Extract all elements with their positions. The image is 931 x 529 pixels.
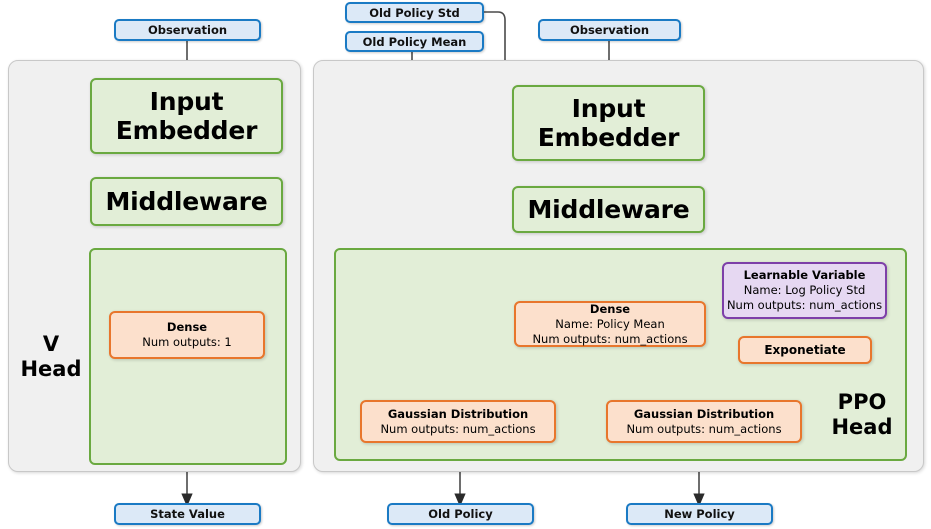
node-gaussian-new-num-outputs: Num outputs: num_actions [626, 421, 782, 436]
node-dense-policy-mean[interactable]: Dense Name: Policy Mean Num outputs: num… [514, 301, 706, 347]
node-dense-v-num-outputs: Num outputs: 1 [142, 335, 232, 349]
node-gaussian-new-title: Gaussian Distribution [633, 406, 775, 421]
node-dense-v-title: Dense [166, 320, 208, 334]
ppo-head-caption-line1: PPO [837, 390, 887, 414]
ppo-head-caption: PPO Head [822, 390, 902, 440]
node-learnable-variable-name: Name: Log Policy Std [743, 283, 866, 297]
node-dense-policy-mean-title: Dense [589, 301, 631, 316]
v-head-caption-line1: V [42, 332, 60, 356]
ppo-head-caption-line2: Head [831, 415, 893, 439]
node-learnable-variable-num-outputs: Num outputs: num_actions [726, 298, 883, 312]
node-gaussian-old-num-outputs: Num outputs: num_actions [380, 421, 536, 436]
input-old-policy-mean[interactable]: Old Policy Mean [345, 31, 484, 52]
node-input-embedder-v[interactable]: Input Embedder [90, 78, 283, 154]
input-old-policy-std[interactable]: Old Policy Std [345, 2, 484, 23]
node-input-embedder-ppo-label: Input Embedder [537, 94, 680, 152]
node-exponentiate[interactable]: Exponetiate [738, 336, 872, 364]
node-dense-v[interactable]: Dense Num outputs: 1 [109, 311, 265, 359]
node-input-embedder-v-label: Input Embedder [115, 87, 258, 145]
node-exponentiate-label: Exponetiate [764, 343, 846, 357]
node-middleware-v[interactable]: Middleware [90, 177, 283, 226]
node-learnable-variable-title: Learnable Variable [743, 268, 866, 282]
node-middleware-ppo[interactable]: Middleware [512, 186, 705, 233]
node-dense-policy-mean-num-outputs: Num outputs: num_actions [532, 331, 688, 346]
input-observation-ppo[interactable]: Observation [538, 19, 681, 41]
v-head-caption: V Head [16, 332, 86, 382]
output-state-value[interactable]: State Value [114, 503, 261, 525]
input-observation-v[interactable]: Observation [114, 19, 261, 41]
node-middleware-ppo-label: Middleware [527, 195, 690, 224]
node-input-embedder-ppo[interactable]: Input Embedder [512, 85, 705, 161]
node-gaussian-old-title: Gaussian Distribution [387, 406, 529, 421]
node-middleware-v-label: Middleware [105, 187, 268, 216]
v-head-caption-line2: Head [20, 357, 82, 381]
node-learnable-variable[interactable]: Learnable Variable Name: Log Policy Std … [722, 262, 887, 319]
node-gaussian-distribution-old[interactable]: Gaussian Distribution Num outputs: num_a… [360, 400, 556, 443]
node-dense-policy-mean-name: Name: Policy Mean [555, 316, 665, 331]
node-gaussian-distribution-new[interactable]: Gaussian Distribution Num outputs: num_a… [606, 400, 802, 443]
output-new-policy[interactable]: New Policy [626, 503, 773, 525]
output-old-policy[interactable]: Old Policy [387, 503, 534, 525]
